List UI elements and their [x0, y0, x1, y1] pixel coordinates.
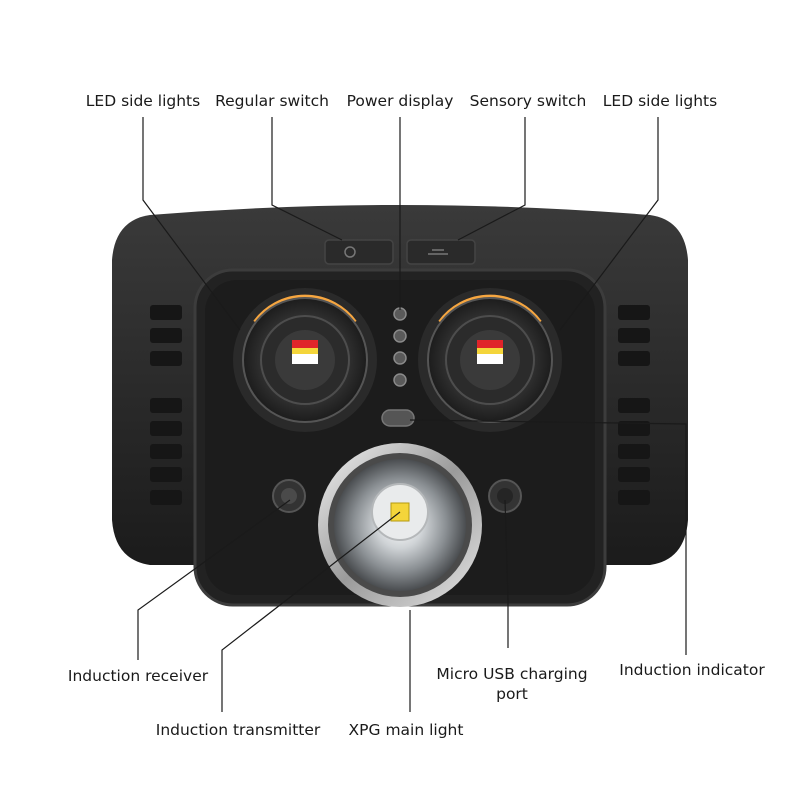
regular-switch-button: [324, 239, 394, 265]
label-xpg-main-light: XPG main light: [348, 721, 464, 739]
induction-indicator-window: [381, 409, 415, 427]
sensory-switch-button: [406, 239, 476, 265]
label-led-side-lights-left: LED side lights: [85, 92, 201, 110]
label-micro-usb-line2: port: [496, 685, 528, 703]
label-led-side-lights-right: LED side lights: [602, 92, 718, 110]
power-display-dot: [393, 329, 407, 343]
led-side-light-left: [233, 288, 377, 432]
label-induction-receiver: Induction receiver: [67, 667, 209, 685]
strap-clip-left: [150, 305, 182, 505]
label-sensory-switch: Sensory switch: [469, 92, 587, 110]
power-display-dot: [393, 351, 407, 365]
label-micro-usb-line1: Micro USB charging: [436, 665, 588, 683]
strap-clip-right: [618, 305, 650, 505]
label-induction-indicator: Induction indicator: [619, 661, 765, 679]
label-power-display: Power display: [346, 92, 454, 110]
power-display-dot: [393, 373, 407, 387]
leader-lines: [137, 117, 687, 712]
xpg-main-light: [318, 443, 482, 607]
label-induction-transmitter: Induction transmitter: [155, 721, 321, 739]
led-side-light-right: [418, 288, 562, 432]
label-regular-switch: Regular switch: [215, 92, 329, 110]
power-display-dots: [393, 307, 407, 387]
